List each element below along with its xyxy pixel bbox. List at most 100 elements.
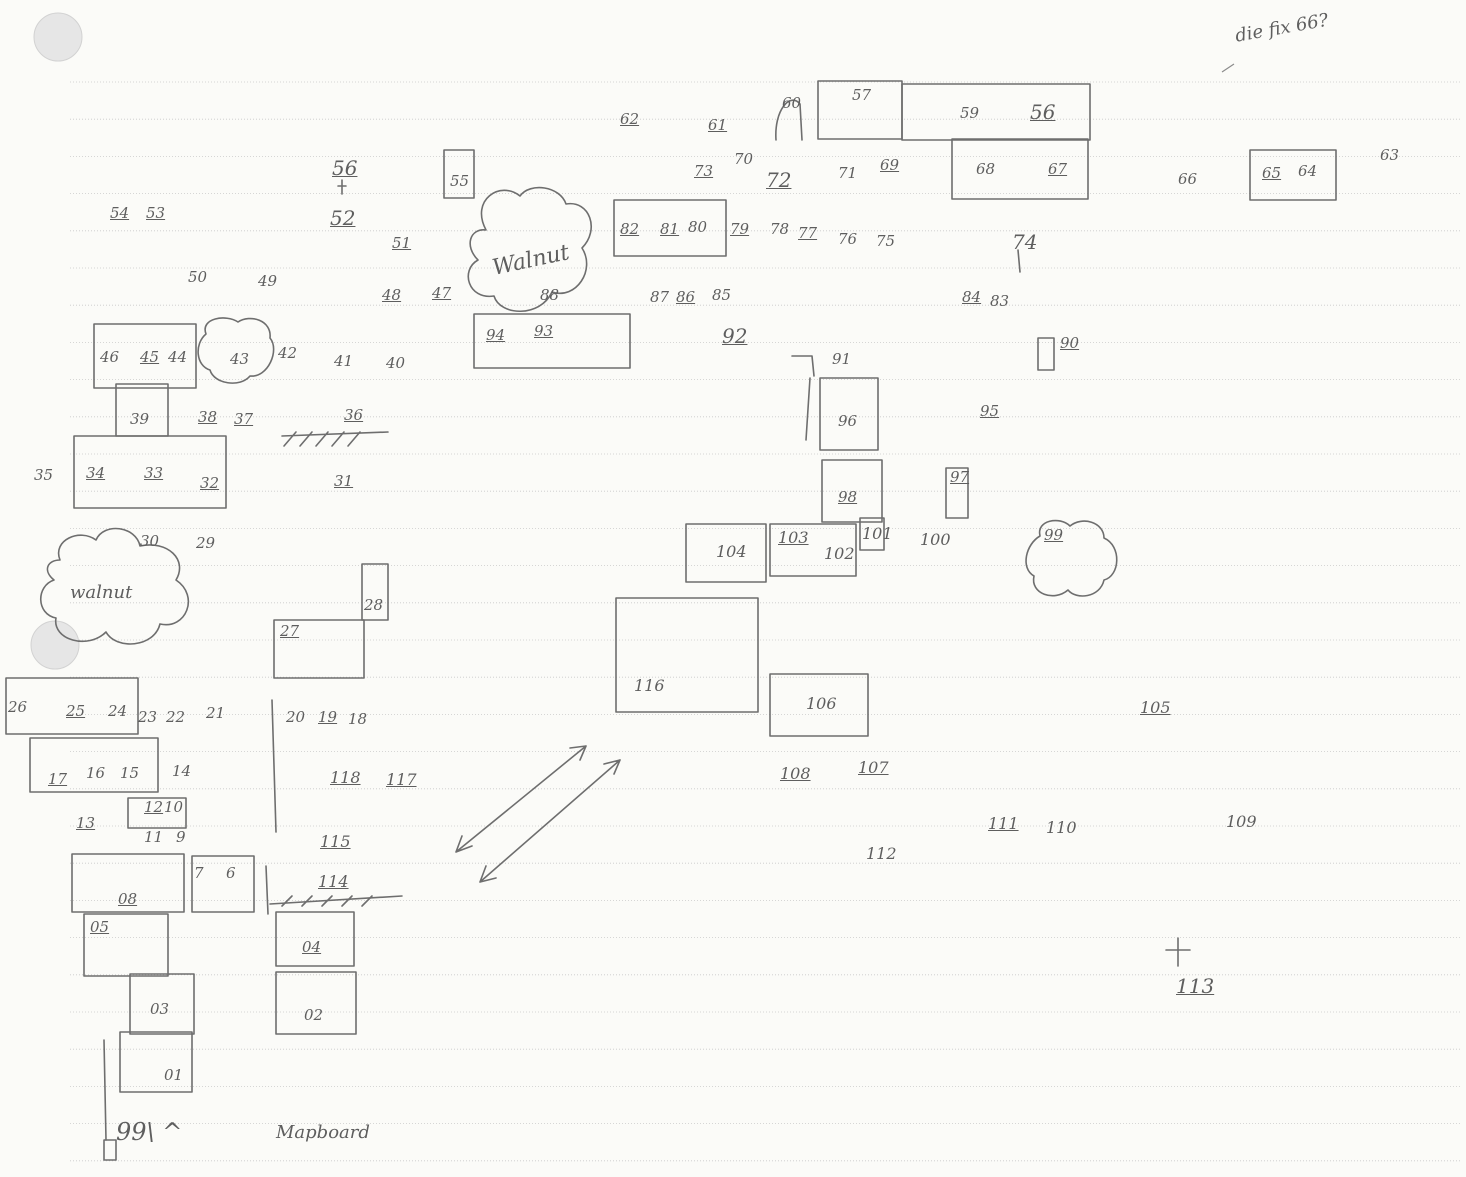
location-label-116: 116	[634, 678, 665, 694]
location-label-47: 47	[432, 286, 451, 301]
location-label-39: 39	[130, 412, 149, 427]
location-label-23: 23	[138, 710, 157, 725]
location-label-56: 56	[332, 158, 357, 178]
location-label-11: 11	[144, 830, 163, 845]
location-label-19: 19	[318, 710, 337, 725]
location-label-94: 94	[486, 328, 505, 343]
location-label-106: 106	[806, 696, 837, 712]
location-label-41: 41	[334, 354, 353, 369]
location-label-70: 70	[734, 152, 753, 167]
location-label-99: 99	[1044, 528, 1063, 543]
location-label-05: 05	[90, 920, 109, 935]
location-label-100: 100	[920, 532, 951, 548]
location-label-82: 82	[620, 222, 639, 237]
walnut-label-left: walnut	[70, 584, 132, 602]
location-label-37: 37	[234, 412, 253, 427]
location-label-15: 15	[120, 766, 139, 781]
location-label-44: 44	[168, 350, 187, 365]
location-label-64: 64	[1298, 164, 1317, 179]
box-02	[276, 972, 356, 1034]
location-label-103: 103	[778, 530, 809, 546]
ruled-lines	[70, 82, 1460, 1161]
location-label-114: 114	[318, 874, 349, 890]
location-label-96: 96	[838, 414, 857, 429]
location-label-113: 113	[1176, 976, 1214, 996]
hatch-114	[282, 896, 372, 906]
location-label-43: 43	[230, 352, 249, 367]
location-label-42: 42	[278, 346, 297, 361]
location-label-46: 46	[100, 350, 119, 365]
location-label-68: 68	[976, 162, 995, 177]
location-label-13: 13	[76, 816, 95, 831]
location-label-72: 72	[766, 170, 791, 190]
location-label-20: 20	[286, 710, 305, 725]
location-label-80: 80	[688, 220, 707, 235]
location-label-75: 75	[876, 234, 895, 249]
cross-113	[1166, 938, 1190, 966]
location-label-109: 109	[1226, 814, 1257, 830]
location-label-34: 34	[86, 466, 105, 481]
location-label-45: 45	[140, 350, 159, 365]
location-label-112: 112	[866, 846, 897, 862]
location-label-98: 98	[838, 490, 857, 505]
location-label-29: 29	[196, 536, 215, 551]
location-label-01: 01	[164, 1068, 183, 1083]
location-label-95: 95	[980, 404, 999, 419]
location-label-36: 36	[344, 408, 363, 423]
location-label-77: 77	[798, 226, 817, 241]
location-label-28: 28	[364, 598, 383, 613]
vertical-line-7	[266, 866, 268, 914]
cross-56	[338, 180, 346, 194]
location-label-97: 97	[950, 470, 969, 485]
location-label-48: 48	[382, 288, 401, 303]
location-label-12: 12	[144, 800, 163, 815]
location-label-22: 22	[166, 710, 185, 725]
location-label-49: 49	[258, 274, 277, 289]
double-arrow-2	[480, 760, 620, 882]
location-label-30: 30	[140, 534, 159, 549]
location-label-7: 7	[194, 866, 204, 881]
vertical-line-01	[104, 1040, 106, 1140]
location-label-87: 87	[650, 290, 669, 305]
tree-99	[1026, 521, 1117, 596]
location-label-38: 38	[198, 410, 217, 425]
location-label-52: 52	[330, 208, 355, 228]
location-label-60: 60	[782, 96, 801, 111]
location-label-107: 107	[858, 760, 889, 776]
location-label-33: 33	[144, 466, 163, 481]
location-label-40: 40	[386, 356, 405, 371]
location-label-35: 35	[34, 468, 53, 483]
location-label-50: 50	[188, 270, 207, 285]
location-label-91: 91	[832, 352, 851, 367]
location-label-101: 101	[862, 526, 893, 542]
location-label-14: 14	[172, 764, 191, 779]
location-label-24: 24	[108, 704, 127, 719]
location-label-65: 65	[1262, 166, 1281, 181]
location-label-83: 83	[990, 294, 1009, 309]
location-label-93: 93	[534, 324, 553, 339]
location-label-53: 53	[146, 206, 165, 221]
location-label-110: 110	[1046, 820, 1077, 836]
location-label-66: 66	[1178, 172, 1197, 187]
location-label-55: 55	[450, 174, 469, 189]
box-68-67	[952, 139, 1088, 199]
location-label-10: 10	[164, 800, 183, 815]
location-label-71: 71	[838, 166, 857, 181]
location-label-108: 108	[780, 766, 811, 782]
location-label-62: 62	[620, 112, 639, 127]
location-label-67: 67	[1048, 162, 1067, 177]
wall-line-36	[282, 432, 388, 436]
vertical-line-20	[272, 700, 276, 832]
location-label-102: 102	[824, 546, 855, 562]
location-label-115: 115	[320, 834, 351, 850]
location-label-16: 16	[86, 766, 105, 781]
location-label-31: 31	[334, 474, 353, 489]
punch-hole-mid	[31, 621, 79, 669]
location-label-92: 92	[722, 326, 747, 346]
location-label-84: 84	[962, 290, 981, 305]
location-label-17: 17	[48, 772, 67, 787]
location-label-25: 25	[66, 704, 85, 719]
location-label-74: 74	[1012, 232, 1037, 252]
location-label-08: 08	[118, 892, 137, 907]
